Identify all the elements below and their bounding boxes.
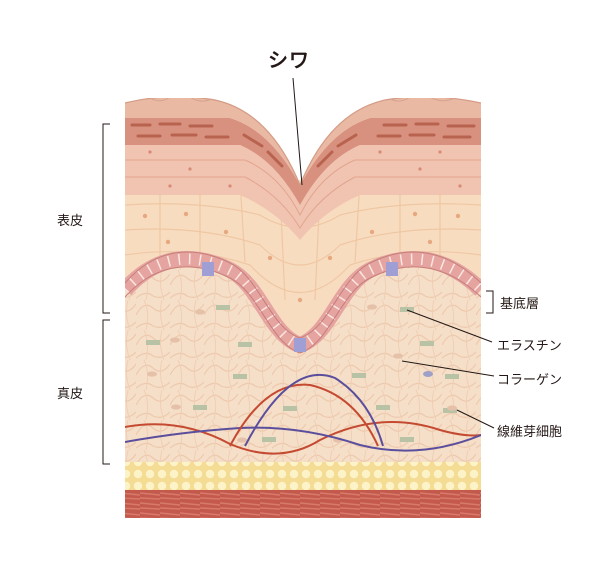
fibroblast-label: 線維芽細胞 xyxy=(497,425,563,440)
elastin-label: エラスチン xyxy=(497,339,562,354)
horny-layer xyxy=(125,118,481,205)
dermis-bracket xyxy=(102,319,110,465)
epidermis-label: 表皮 xyxy=(57,214,84,229)
spinous-layer xyxy=(125,180,481,345)
epidermis-bracket xyxy=(102,123,110,314)
elastin-fibers xyxy=(146,305,459,442)
melanocyte-cell xyxy=(294,338,306,352)
granular-layer xyxy=(125,145,481,240)
collagen-fibers xyxy=(125,373,481,455)
melanocyte-cell xyxy=(386,262,398,276)
fibroblast-cells xyxy=(147,304,457,443)
fat-layer xyxy=(125,462,481,490)
collagen-label: コラーゲン xyxy=(497,373,563,388)
dermis-label: 真皮 xyxy=(57,387,84,402)
basal-layer-bracket xyxy=(486,290,494,314)
collagen-leader-line xyxy=(401,360,495,377)
diagram-title: シワ xyxy=(268,48,310,72)
muscle-layer xyxy=(125,490,481,518)
skin-cross-section xyxy=(125,98,481,518)
wrinkle-leader-line xyxy=(292,77,303,186)
basal-layer-label: 基底層 xyxy=(500,297,540,312)
elastin-leader-line xyxy=(406,309,493,343)
skin-surface xyxy=(125,98,481,185)
melanocyte-cell xyxy=(202,262,214,276)
fibroblast-leader-line xyxy=(456,409,495,429)
